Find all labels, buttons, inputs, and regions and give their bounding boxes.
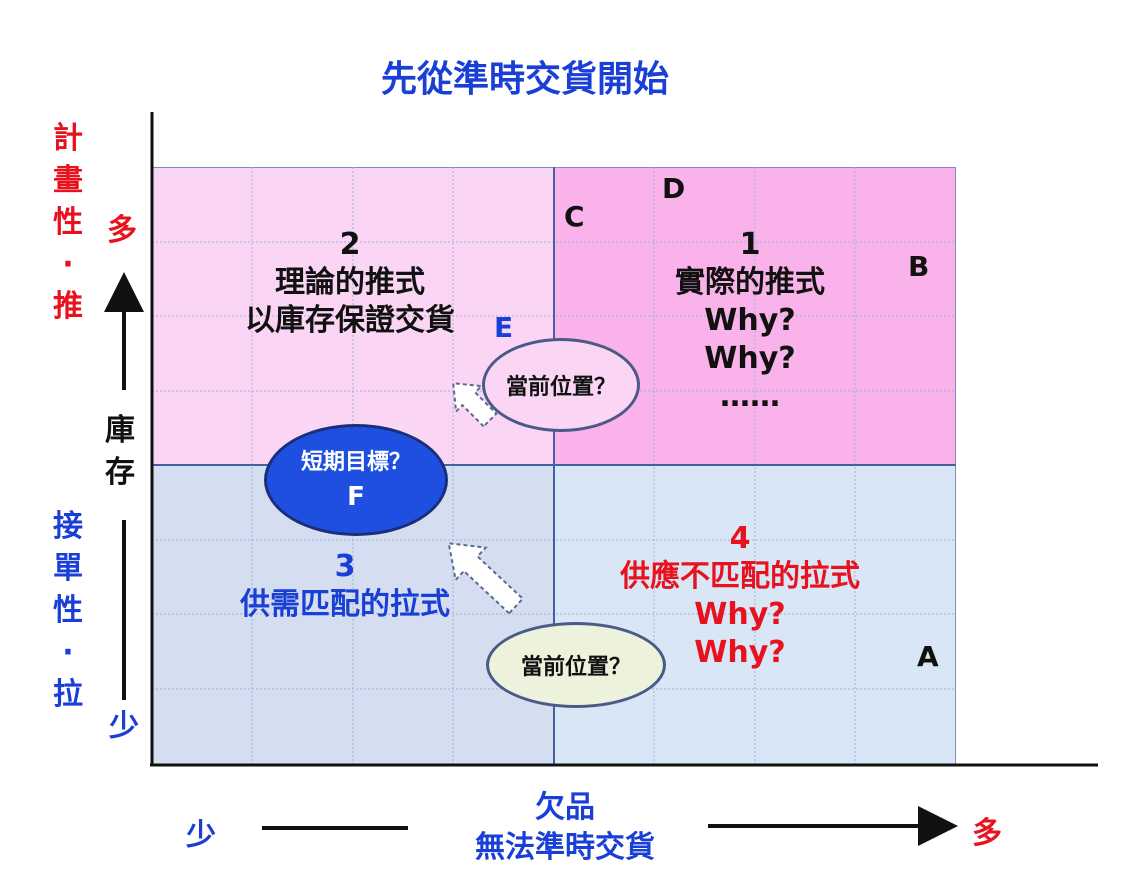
point-b: B [908,250,930,283]
quadrant-2-text: 2 理論的推式 以庫存保證交貨 [245,227,455,338]
short-term-goal-ellipse: 短期目標？ F [264,424,448,536]
point-d: D [662,172,686,205]
arrow-top-to-goal-icon [452,382,498,428]
point-c: C [564,200,585,233]
y-axis-more: 多 [107,213,137,248]
point-a: A [917,640,939,673]
quadrant-3-text: 3 供需匹配的拉式 [240,549,450,622]
y-axis-bottom-label: 接 單 性 · 拉 [53,509,83,712]
point-f: F [347,482,365,512]
y-axis-top-label: 計 畫 性 · 推 [53,121,83,324]
y-axis-less: 少 [109,709,139,744]
page-title: 先從準時交貨開始 [380,59,669,100]
point-e: E [494,311,514,344]
y-axis-name: 庫 存 [105,413,135,490]
x-axis-more: 多 [972,816,1002,851]
x-axis-name: 欠品 無法準時交貨 [475,790,655,865]
current-position-top-ellipse: 當前位置？ [482,338,640,432]
current-position-bottom-ellipse: 當前位置？ [486,622,666,708]
quadrant-4-text: 4 供應不匹配的拉式 Why? Why? [620,521,860,670]
quadrant-1-text: 1 實際的推式 Why? Why? …… [675,227,825,414]
x-axis-less: 少 [186,818,216,853]
arrow-bottom-to-goal-icon [447,542,525,615]
